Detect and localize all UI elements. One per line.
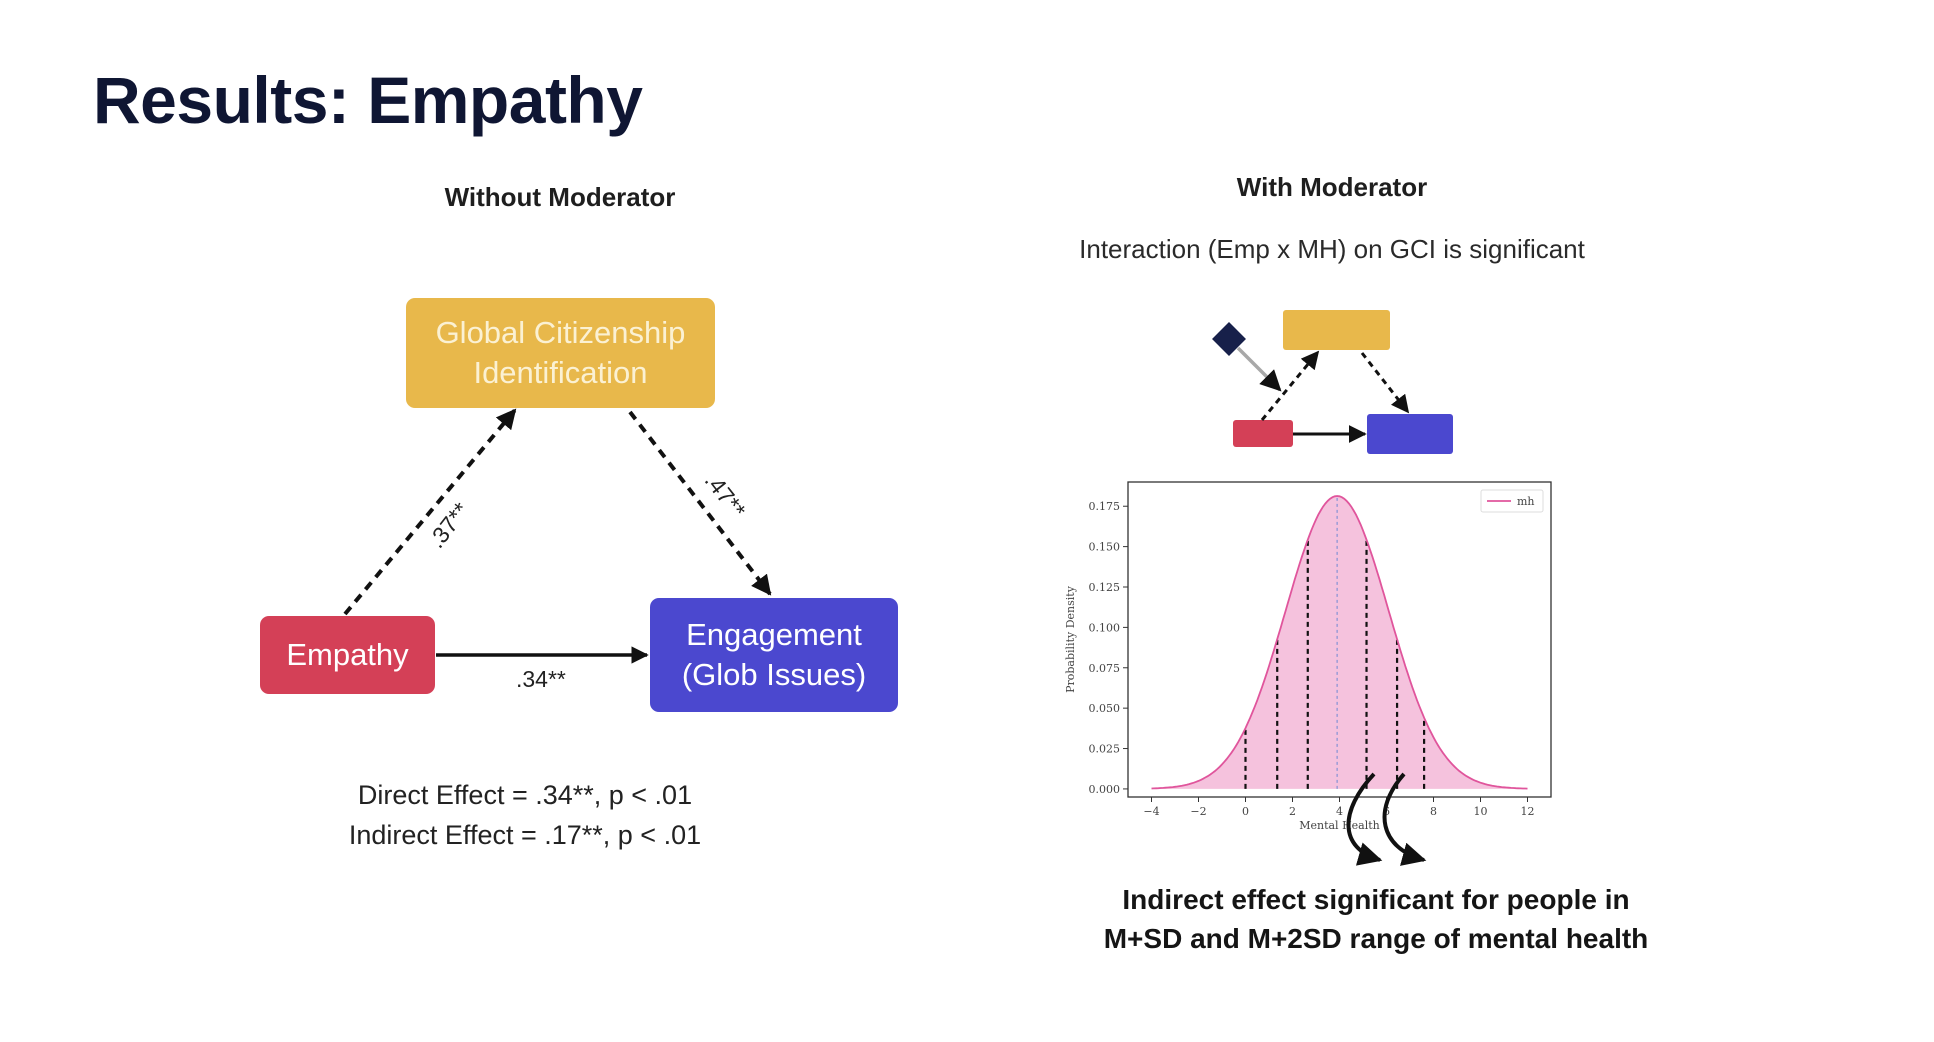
y-tick-label: 0.000 [1089,783,1121,796]
y-tick-label: 0.025 [1089,743,1121,756]
mini-path-b-arrow [1360,352,1410,414]
x-tick-label: 10 [1474,805,1488,818]
x-tick-label: 0 [1242,805,1249,818]
legend-label: mh [1517,495,1535,508]
direct-effect: Direct Effect = .34**, p < .01 [357,780,693,810]
x-axis-label: Mental Health [1299,819,1380,832]
mini-moderator-node [1212,322,1246,356]
curved-arrow-msd [1346,772,1383,866]
y-tick-label: 0.075 [1089,662,1121,675]
with-moderator-heading: With Moderator [1236,172,1428,202]
mini-gci-node [1283,310,1390,350]
without-moderator-heading: Without Moderator [444,182,676,212]
path-a-arrow [343,408,517,616]
y-tick-label: 0.125 [1089,581,1121,594]
gci-node-label-2: Identification [473,355,648,390]
empathy-node-label: Empathy [286,637,409,672]
y-tick-label: 0.150 [1089,541,1121,554]
indirect-effect-note: Indirect effect significant for people i… [1104,880,1649,958]
y-tick-label: 0.050 [1089,702,1121,715]
note-line-1: Indirect effect significant for people i… [1122,884,1630,915]
slide-title: Results: Empathy [93,63,643,137]
x-tick-label: 2 [1289,805,1296,818]
engagement-node: Engagement (Glob Issues) [650,598,898,712]
x-tick-label: −2 [1190,805,1206,818]
y-tick-label: 0.100 [1089,621,1121,634]
mini-path-a-arrow [1260,350,1320,421]
mini-engagement-node [1367,414,1453,454]
mini-moderator-arrow [1236,346,1282,392]
path-c-coefficient: .34** [516,666,566,692]
moderation-diagram [1212,310,1453,454]
x-tick-label: 8 [1430,805,1437,818]
engagement-node-label-2: (Glob Issues) [681,657,867,692]
indirect-effect: Indirect Effect = .17**, p < .01 [348,820,702,850]
curved-arrow-m2sd [1382,772,1427,866]
engagement-node-label-1: Engagement [686,617,862,652]
interaction-subtitle: Interaction (Emp x MH) on GCI is signifi… [1079,234,1585,264]
path-b-arrow [628,410,772,596]
y-axis-label: Probability Density [1064,585,1077,693]
x-tick-label: −4 [1143,805,1159,818]
density-line [1151,495,1528,790]
curved-arrows [1346,772,1427,866]
x-tick-label: 4 [1336,805,1343,818]
effects-summary: Direct Effect = .34**, p < .01 Indirect … [295,775,755,855]
gci-node-label-1: Global Citizenship [435,315,686,350]
density-fill [1151,496,1528,789]
x-tick-label: 12 [1521,805,1535,818]
legend-box [1480,489,1544,513]
note-line-2: M+SD and M+2SD range of mental health [1103,923,1649,954]
gci-node: Global Citizenship Identification [406,298,715,408]
y-tick-label: 0.175 [1089,500,1121,513]
empathy-node: Empathy [260,616,435,694]
mini-empathy-node [1233,420,1293,447]
